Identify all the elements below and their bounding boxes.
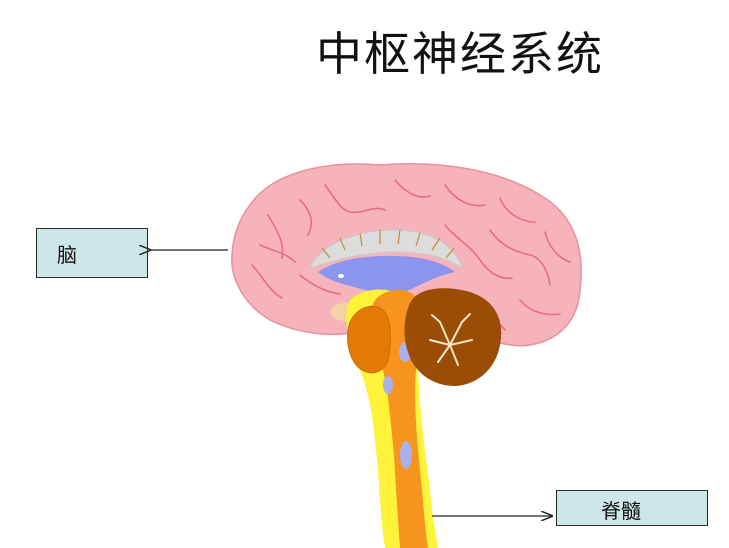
callosum-fibers — [321, 229, 455, 259]
cerebrum — [231, 163, 582, 347]
cerebellum-arbor — [429, 313, 473, 366]
cerebellum — [404, 288, 502, 386]
corpus-callosum — [309, 229, 463, 270]
brain-label: 脑 — [36, 228, 148, 278]
page-title: 中枢神经系统 — [316, 27, 604, 81]
spinal-cord-label: 脊髓 — [556, 490, 708, 526]
sulci-lines — [251, 179, 571, 331]
lateral-ventricle — [318, 255, 455, 293]
central-canal — [383, 342, 412, 469]
ventricle-dot — [338, 274, 344, 278]
midbrain — [347, 305, 391, 374]
